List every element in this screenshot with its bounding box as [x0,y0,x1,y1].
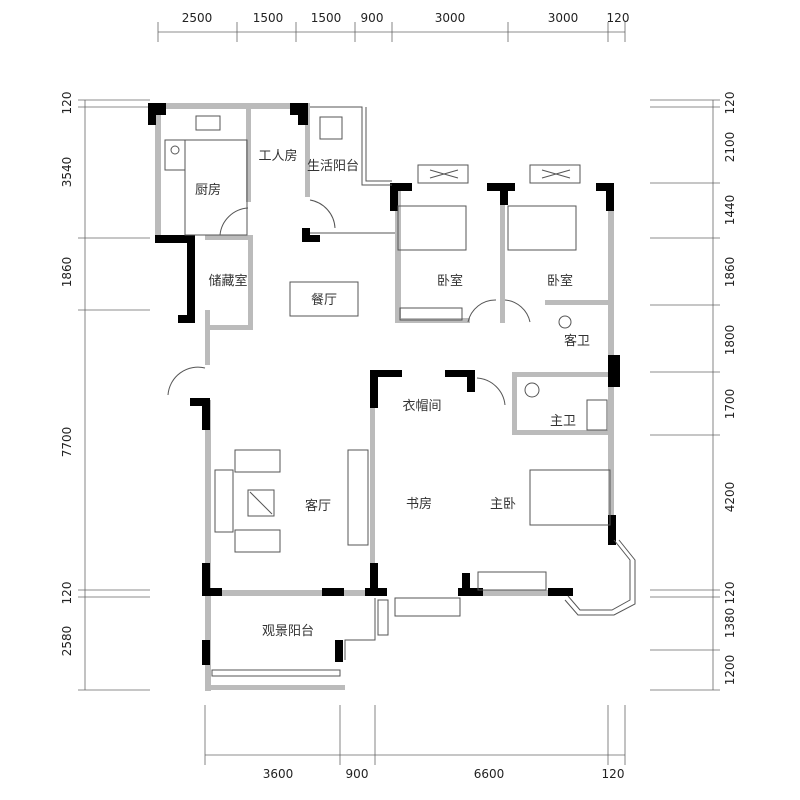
dim-top-1: 2500 [182,11,213,25]
dim-right-10: 1200 [723,655,737,686]
dim-top-7: 120 [607,11,630,25]
room-label-master-bedroom: 主卧 [490,497,516,512]
dim-top-6: 3000 [548,11,579,25]
dim-top-4: 900 [361,11,384,25]
dim-left-3: 1860 [60,257,74,288]
dim-right-7: 4200 [723,482,737,513]
dim-right-3: 1440 [723,195,737,226]
room-label-closet: 衣帽间 [402,398,441,414]
fixtures [164,106,636,677]
room-label-dining: 餐厅 [311,292,337,308]
dim-top-2: 1500 [253,11,284,25]
room-label-kitchen: 厨房 [195,182,221,198]
dim-right-1: 120 [723,92,737,115]
room-label-bedroom-1: 卧室 [437,273,463,289]
dim-bottom-1: 3600 [263,767,294,781]
room-label-utility-balcony: 生活阳台 [307,159,359,174]
dim-right-2: 2100 [723,132,737,163]
room-label-living: 客厅 [305,498,331,514]
room-label-utility-balcony-text: 生活阳台 [307,159,359,174]
room-label-study: 书房 [406,496,432,512]
dim-left-6: 2580 [60,626,74,657]
dim-right-9: 1380 [723,608,737,639]
dim-left-1: 120 [60,92,74,115]
dim-top-3: 1500 [311,11,342,25]
room-label-bedroom-2: 卧室 [547,273,573,289]
room-label-master-bath: 主卫 [550,414,576,429]
dim-right-8: 120 [723,582,737,605]
dim-right-6: 1700 [723,389,737,420]
structural-columns [148,103,620,665]
dim-left-4: 7700 [60,427,74,458]
dim-bottom-4: 120 [602,767,625,781]
room-label-worker-room: 工人房 [258,148,297,164]
dimension-lines [78,22,720,765]
dim-right-5: 1800 [723,325,737,356]
dim-bottom-2: 900 [346,767,369,781]
room-label-guest-bath: 客卫 [564,333,590,349]
dim-left-5: 120 [60,582,74,605]
dim-right-4: 1860 [723,257,737,288]
dim-top-5: 3000 [435,11,466,25]
dim-left-2: 3540 [60,157,74,188]
room-label-view-balcony: 观景阳台 [262,624,314,639]
dim-bottom-3: 6600 [474,767,505,781]
room-label-storage: 储藏室 [208,273,247,289]
